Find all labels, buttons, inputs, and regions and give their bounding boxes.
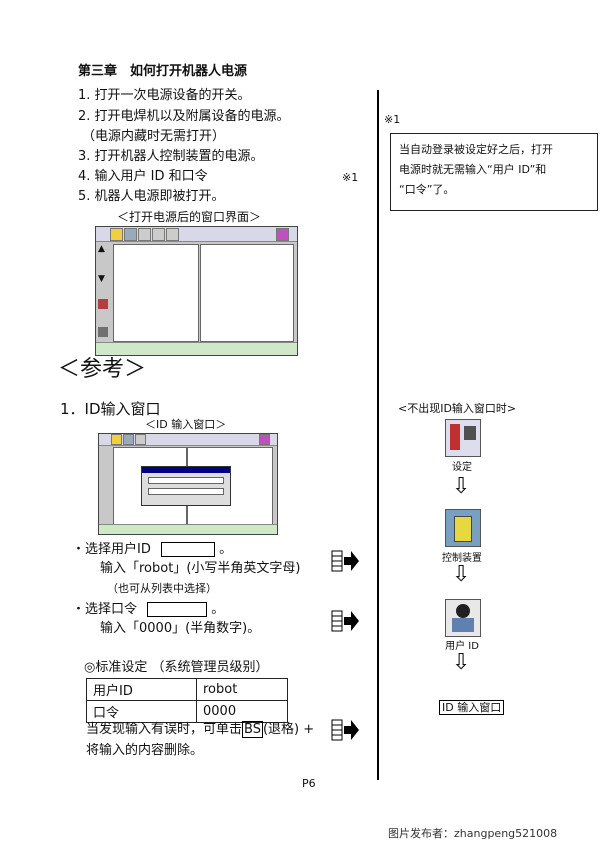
tool-icon bbox=[123, 434, 134, 445]
error-text-c: 将输入的内容删除。 bbox=[86, 743, 204, 758]
id-window-caption: ＜ID 输入窗口＞ bbox=[145, 418, 227, 431]
right-caption: <不出现ID输入窗口时> bbox=[398, 402, 517, 415]
table-cell: 口令 bbox=[86, 700, 197, 723]
select-password-line: ・选择口令 。 bbox=[72, 602, 224, 618]
table-row: 口令 0000 bbox=[86, 700, 288, 723]
up-arrow-icon: ▲ bbox=[98, 244, 105, 254]
column-divider bbox=[377, 90, 379, 780]
right-note-mark: ※1 bbox=[384, 113, 401, 126]
input-0000-text: 输入「0000」(半角数字)。 bbox=[100, 621, 261, 636]
note-line: 当自动登录被设定好之后，打开 bbox=[399, 143, 553, 156]
robot-icon bbox=[98, 299, 108, 309]
tool-icon bbox=[259, 434, 270, 445]
tool-icon bbox=[276, 228, 289, 241]
id-dialog bbox=[141, 466, 231, 506]
right-pane bbox=[200, 244, 294, 342]
select-user-line: ・选择用户ID 。 bbox=[72, 542, 232, 558]
table-cell: robot bbox=[196, 678, 288, 701]
table-row: 用户ID robot bbox=[86, 678, 288, 701]
standard-settings-table: 用户ID robot 口令 0000 bbox=[86, 678, 288, 723]
down-arrow-icon: ▼ bbox=[98, 274, 105, 284]
tool-icon bbox=[166, 228, 179, 241]
dialog-field bbox=[148, 488, 224, 495]
chapter-title: 第三章 如何打开机器人电源 bbox=[78, 64, 248, 79]
step-2-note: （电源内藏时无需打开） bbox=[82, 129, 226, 144]
password-field-icon bbox=[147, 602, 208, 617]
tool-icon bbox=[138, 228, 151, 241]
enter-key-icon bbox=[331, 550, 359, 572]
step-3: 3. 打开机器人控制装置的电源。 bbox=[78, 149, 264, 164]
step-4: 4. 输入用户 ID 和口令 bbox=[78, 169, 208, 184]
settings-tools-icon bbox=[445, 419, 481, 457]
toolbar bbox=[96, 227, 297, 242]
reference-title: ＜参考＞ bbox=[58, 357, 147, 382]
tool-icon bbox=[135, 434, 146, 445]
status-bar bbox=[99, 524, 277, 534]
note-line: 电源时就无需输入“用户 ID”和 bbox=[399, 163, 547, 176]
left-side-controls: ▲ ▼ bbox=[98, 243, 110, 343]
flow-label-controller: 控制装置 bbox=[442, 553, 482, 564]
screen-caption: ＜打开电源后的窗口界面＞ bbox=[117, 210, 262, 224]
bs-key: BS bbox=[242, 721, 263, 738]
period: 。 bbox=[219, 542, 233, 557]
error-text-b: (退格) + bbox=[262, 722, 315, 737]
flow-label-settings: 设定 bbox=[452, 462, 472, 473]
tool-icon bbox=[98, 327, 108, 337]
step-2: 2. 打开电焊机以及附属设备的电源。 bbox=[78, 109, 290, 124]
note-line: “口令”了。 bbox=[399, 183, 455, 196]
input-robot-text: 输入「robot」(小写半角英文字母) bbox=[100, 561, 301, 576]
watermark: 图片发布者：zhangpeng521008 bbox=[388, 827, 558, 840]
id-window-screenshot bbox=[98, 433, 278, 535]
dialog-field bbox=[148, 477, 224, 484]
page-number: P6 bbox=[302, 777, 316, 790]
status-bar bbox=[96, 342, 297, 355]
id-input-window-box: ID 输入窗口 bbox=[439, 700, 505, 715]
folder-icon bbox=[111, 434, 122, 445]
enter-key-icon bbox=[331, 719, 359, 741]
left-pane bbox=[113, 244, 199, 342]
down-arrow-icon: ⇩ bbox=[452, 650, 471, 675]
table-cell: 0000 bbox=[196, 700, 288, 723]
error-text-a: 当发现输入有误时，可单击 bbox=[86, 722, 243, 737]
step-1: 1. 打开一次电源设备的开关。 bbox=[78, 88, 251, 103]
down-arrow-icon: ⇩ bbox=[452, 474, 471, 499]
note-mark-left: ※1 bbox=[342, 171, 359, 184]
step-5: 5. 机器人电源即被打开。 bbox=[78, 189, 225, 204]
controller-icon bbox=[445, 509, 481, 547]
table-cell: 用户ID bbox=[86, 678, 197, 701]
enter-key-icon bbox=[331, 610, 359, 632]
period: 。 bbox=[211, 602, 225, 617]
tool-icon bbox=[152, 228, 165, 241]
down-arrow-icon: ⇩ bbox=[452, 562, 471, 587]
main-window-screenshot: ▲ ▼ bbox=[95, 226, 298, 356]
standard-setting-title: ◎标准设定 （系统管理员级别） bbox=[84, 660, 269, 675]
section1-title: 1．ID输入窗口 bbox=[60, 400, 161, 418]
from-list-text: （也可从列表中选择） bbox=[107, 582, 217, 595]
user-id-icon bbox=[445, 599, 481, 637]
select-user-label: ・选择用户ID bbox=[72, 542, 151, 557]
user-id-field-icon bbox=[161, 542, 215, 557]
select-password-label: ・选择口令 bbox=[72, 602, 138, 617]
flow-label-user-id: 用户 ID bbox=[445, 641, 479, 652]
folder-icon bbox=[110, 228, 123, 241]
toolbar bbox=[99, 434, 277, 446]
auto-login-note: 当自动登录被设定好之后，打开 电源时就无需输入“用户 ID”和 “口令”了。 bbox=[390, 133, 598, 211]
tool-icon bbox=[124, 228, 137, 241]
dialog-titlebar bbox=[142, 467, 230, 473]
